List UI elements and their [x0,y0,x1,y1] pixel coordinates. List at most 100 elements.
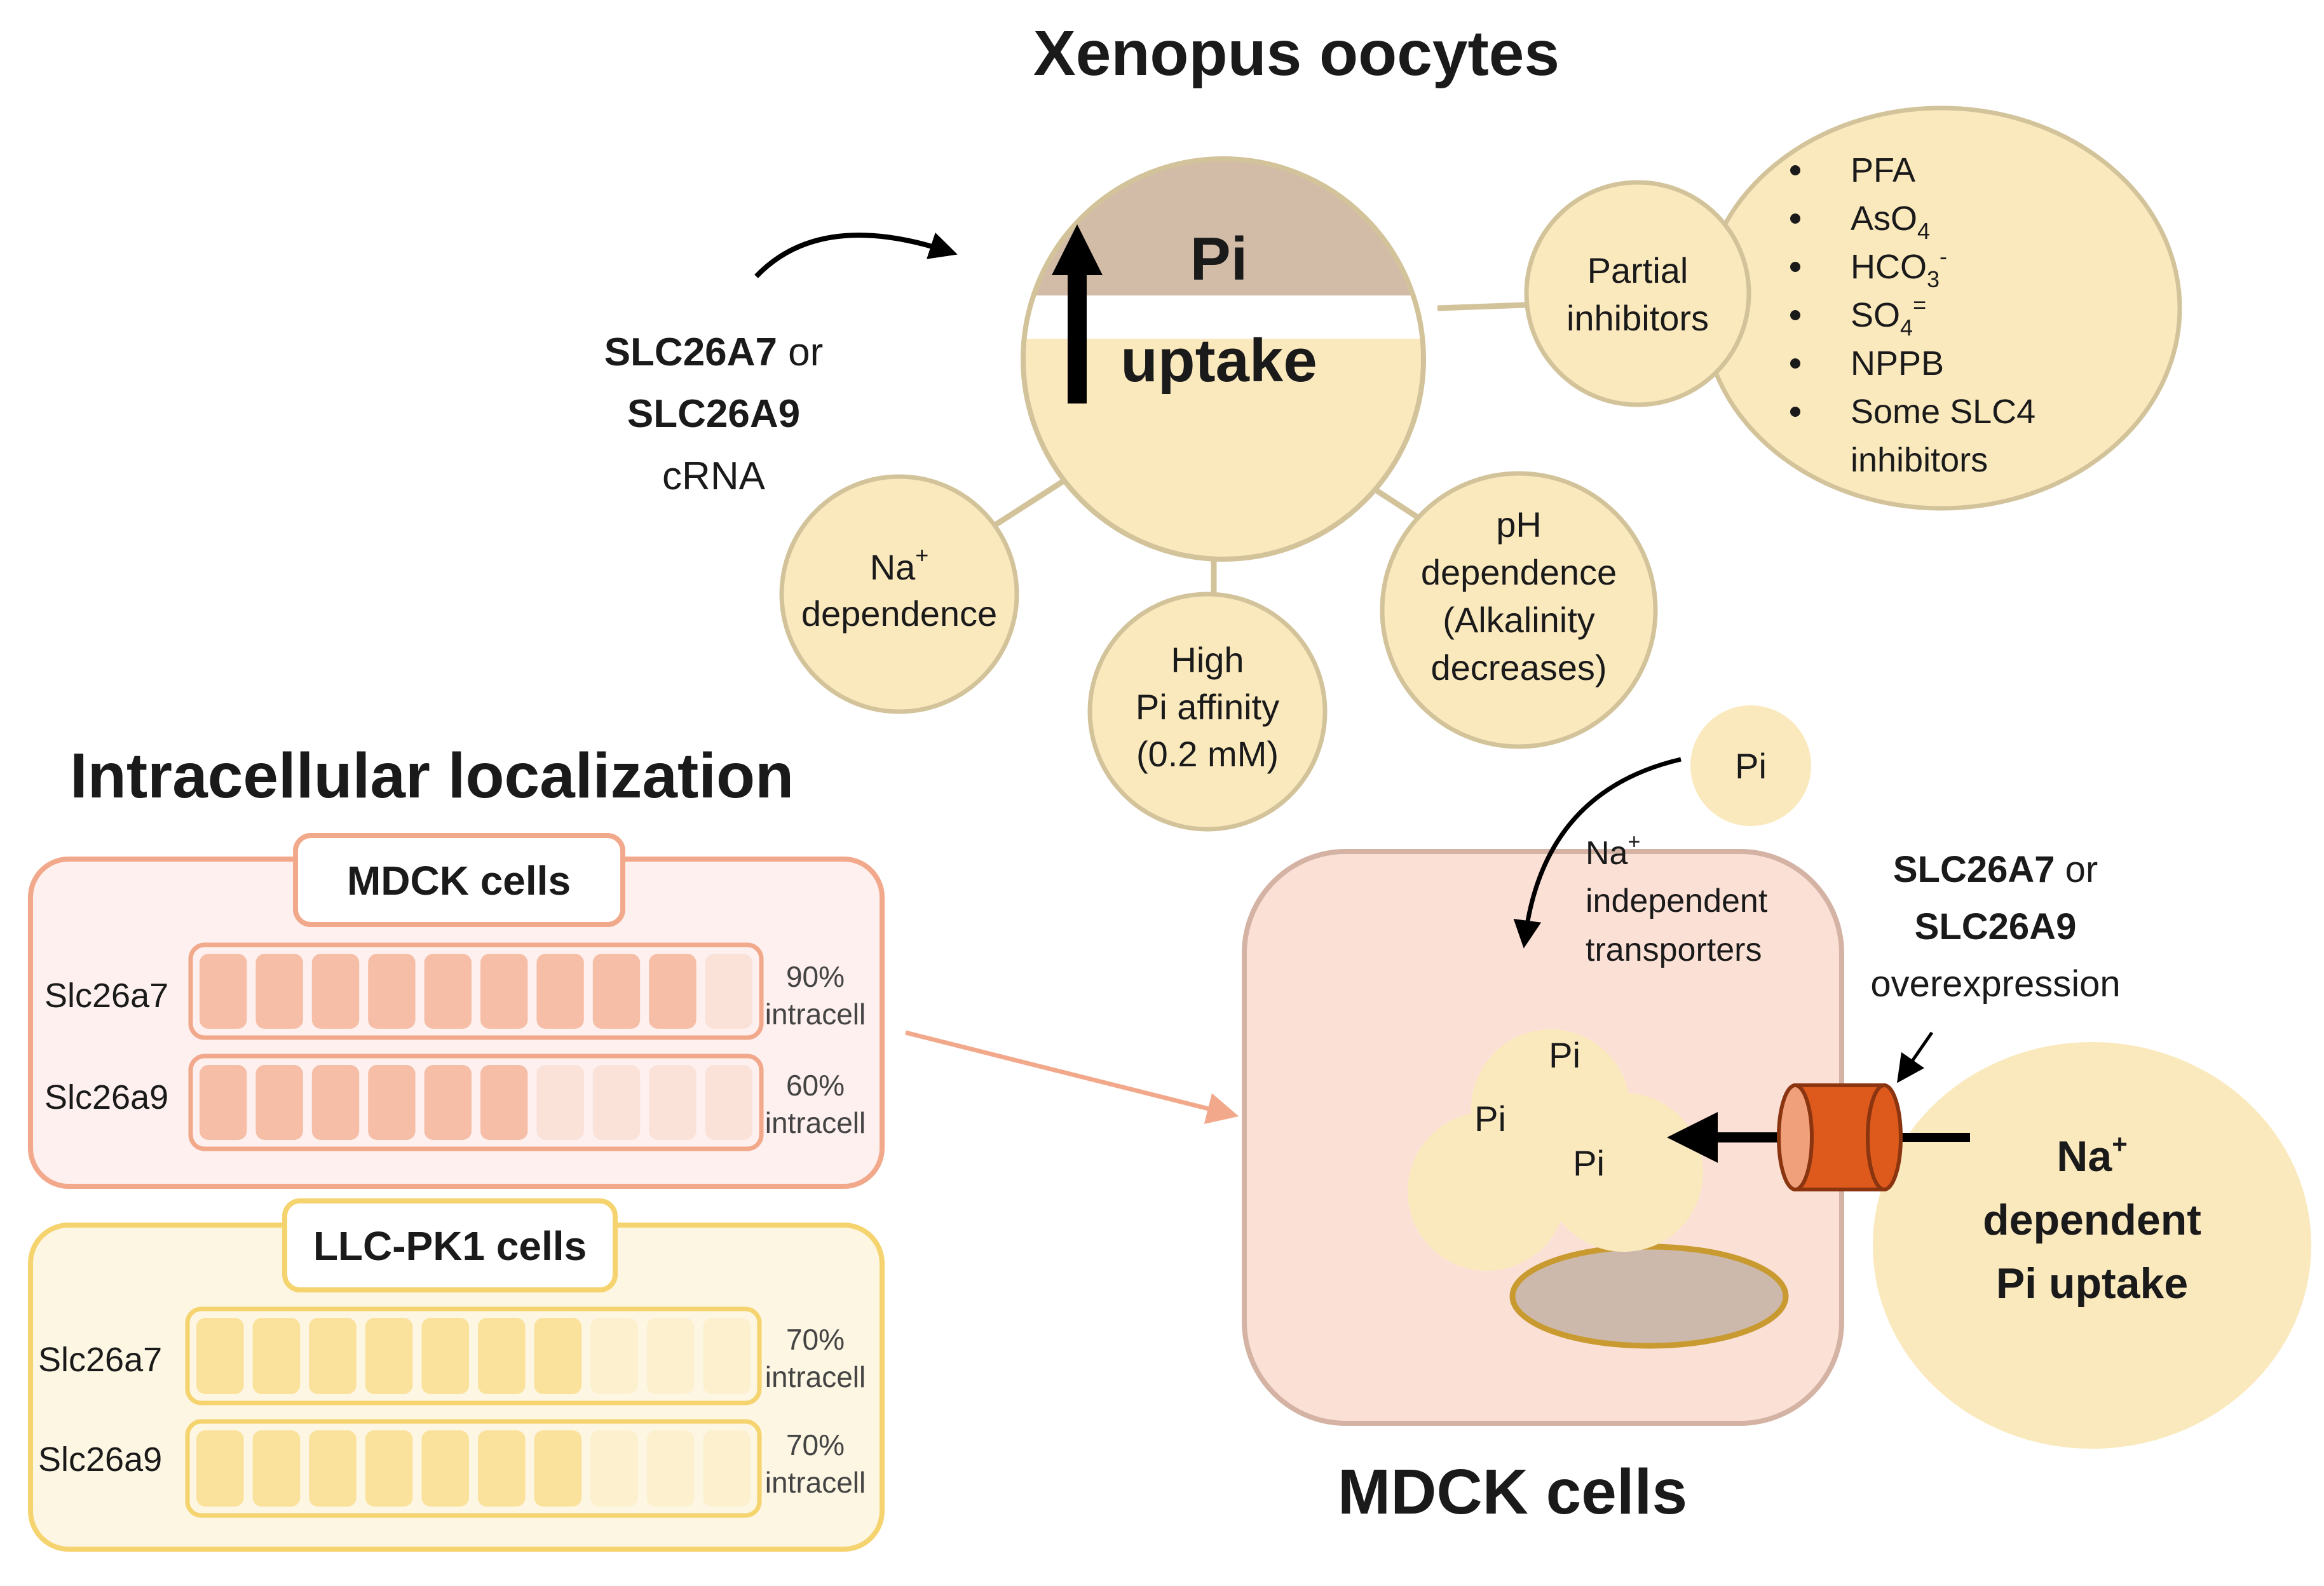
overexp-gene1: SLC26A7 [1893,849,2055,890]
row-pct: 70% [786,1428,845,1461]
inhibitor-list: PFA AsO4 HCO3- SO4= NPPB Some SLC4 inhib… [1790,151,2035,479]
bar-segment-filled [368,1065,416,1140]
bar-segment-filled [365,1318,413,1394]
na-indep-line-3: transporters [1586,932,1762,968]
row-unit: intracell [765,1360,866,1393]
localization-title: Intracellular localization [70,740,794,811]
ph-label-1: pH [1496,505,1542,545]
llcpk1-panel-name: LLC-PK1 cells [313,1223,587,1269]
overexpression-pointer [1896,1031,1934,1083]
overexp-gene2: SLC26A9 [1915,906,2077,947]
svg-text:Na+: Na+ [1586,830,1640,872]
bar-segment-filled [424,1065,472,1140]
external-pi-bubble: Pi [1690,705,1811,826]
bar-segment-filled [534,1430,582,1507]
ph-dependence-bubble: pH dependence (Alkalinity decreases) [1380,471,1658,749]
inhibitor-list-bubble: PFA AsO4 HCO3- SO4= NPPB Some SLC4 inhib… [1701,105,2182,511]
oocyte-outline [1021,156,1426,562]
mdck-title: MDCK cells [1338,1456,1687,1528]
bar-segment-filled [200,1065,247,1140]
na-dep-line-3: Pi uptake [1996,1259,2188,1308]
na-indep-superscript: + [1627,830,1640,854]
oocyte-pi-label: Pi [1190,225,1248,293]
bar-segment-empty [590,1318,638,1394]
na-dep-superscript: + [2112,1129,2128,1159]
ph-label-3: (Alkalinity [1443,600,1595,640]
inhibitor-item: PFA [1851,151,1915,189]
svg-text:Na+: Na+ [2056,1129,2127,1181]
bar-segment-filled [311,954,360,1029]
bar-segment-filled [480,1065,528,1140]
na-label: Na [870,547,916,587]
input-gene2: SLC26A9 [627,392,800,436]
row-unit: intracell [765,1466,866,1499]
na-dep-line-2: dependent [1983,1196,2201,1244]
transporter-back-face [1866,1083,1903,1191]
na-superscript: + [915,542,928,568]
xenopus-title: Xenopus oocytes [1033,18,1560,89]
ph-label-2: dependence [1421,552,1617,592]
row-unit: intracell [765,998,866,1031]
bar-segment-filled [480,954,528,1029]
inhibitor-item: Some SLC4 [1851,393,2035,431]
mdck-cell: Pi Pi Pi [1242,849,1844,1426]
row-label: Slc26a9 [38,1440,162,1479]
nucleus [1509,1244,1789,1349]
oocyte: Pi uptake [1021,156,1426,562]
na-independent-label: Na+ independent transporters [1586,830,1768,968]
partial-inhibitors-bubble: Partial inhibitors [1524,180,1751,407]
bar-segment-empty [703,1318,751,1394]
localization-to-cell-arrow [905,1030,1239,1124]
row-label: Slc26a7 [38,1341,162,1379]
mdck-panel-header [293,833,625,927]
bar-segment-empty [703,1430,751,1507]
row-pct: 70% [786,1323,845,1356]
na-independent-arrow [1513,757,1682,949]
inhibitor-item-aso4: AsO4 [1851,200,1930,244]
oocyte-band [1023,295,1424,339]
bar-segment-filled [424,954,472,1029]
mdck-panel-name: MDCK cells [347,858,571,904]
pi-label: Pi [1549,1035,1580,1075]
bar-segment-filled [478,1430,526,1507]
svg-text:Na+: Na+ [870,542,929,587]
bar-segment-filled [368,954,416,1029]
na-dependence-bubble: Na+ dependence [779,474,1019,714]
svg-text:SLC26A7 or: SLC26A7 or [604,330,824,374]
input-crna: cRNA [662,454,766,498]
bar-segment-filled [200,954,247,1029]
pi-label: Pi [1474,1099,1506,1139]
bar-segment-empty [705,1065,752,1140]
pi-label: Pi [1573,1143,1605,1183]
bar-segment-filled [365,1430,413,1507]
bar-segment-empty [646,1430,695,1507]
bar-segment-empty [649,1065,697,1140]
ph-label-4: decreases) [1430,647,1607,688]
pi-cluster: Pi Pi Pi [1408,1029,1703,1271]
transporter-front-face [1777,1083,1814,1191]
svg-text:SLC26A7 or: SLC26A7 or [1893,849,2098,890]
bar-segment-filled [255,954,303,1029]
input-gene1: SLC26A7 [604,330,777,374]
na-indep-na: Na [1586,835,1628,872]
llcpk1-panel-header [282,1198,618,1292]
input-or: or [777,330,823,374]
bar-segment-filled [536,954,584,1029]
bar-segment-filled [309,1430,357,1507]
slc26-transporter [1667,1083,1970,1191]
bar-segment-filled [309,1318,357,1394]
bar-segment-filled [649,954,697,1029]
bar-segment-filled [196,1430,244,1507]
bar-segment-filled [255,1065,303,1140]
bar-segment-filled [534,1318,582,1394]
input-label: SLC26A7 or SLC26A9 cRNA [604,330,824,498]
inhibitor-item: NPPB [1851,344,1944,383]
na-dependent-bubble: Na+ dependent Pi uptake [1873,1042,2311,1449]
bar-segment-filled [421,1318,469,1394]
affinity-label-2: Pi affinity [1136,687,1279,727]
bar-segment-filled [311,1065,360,1140]
na-dependence-label: dependence [801,593,997,634]
high-affinity-bubble: High Pi affinity (0.2 mM) [1087,592,1328,832]
partial-label-1: Partial [1587,250,1689,290]
overexp-line-3: overexpression [1870,963,2120,1005]
